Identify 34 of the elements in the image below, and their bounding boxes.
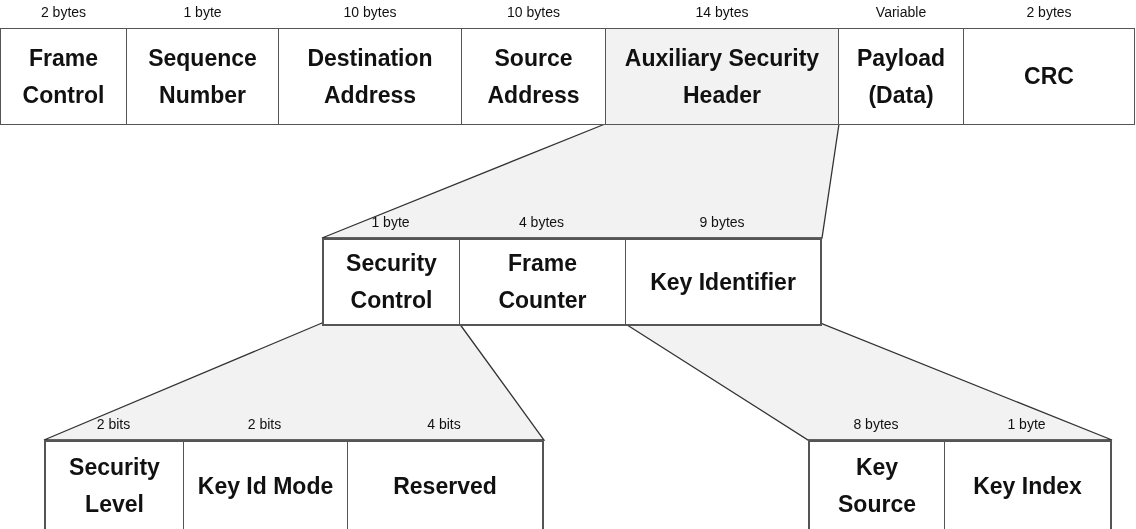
field-cell: CRC bbox=[963, 28, 1135, 125]
size-label: 1 byte bbox=[1007, 416, 1046, 432]
field-cell: Auxiliary Security Header bbox=[605, 28, 839, 125]
field-cell: Key Source bbox=[809, 441, 945, 529]
field-cell: Payload (Data) bbox=[838, 28, 964, 125]
size-label: 1 byte bbox=[183, 4, 222, 20]
size-label: 9 bytes bbox=[699, 214, 745, 230]
size-label: 10 bytes bbox=[343, 4, 397, 20]
field-cell: Security Control bbox=[323, 239, 460, 325]
field-cell: Reserved bbox=[347, 441, 543, 529]
size-label: 4 bytes bbox=[518, 214, 565, 230]
field-cell: Frame Counter bbox=[459, 239, 626, 325]
size-label: 8 bytes bbox=[853, 416, 899, 432]
field-row bbox=[808, 440, 1112, 529]
expansion-wedge bbox=[321, 123, 840, 239]
expansion-wedge bbox=[43, 322, 546, 441]
size-label: 2 bits bbox=[247, 416, 282, 432]
size-label: 2 bits bbox=[96, 416, 131, 432]
field-cell: Sequence Number bbox=[126, 28, 279, 125]
field-cell: Source Address bbox=[461, 28, 606, 125]
size-label: 2 bytes bbox=[1026, 4, 1072, 20]
size-label: 10 bytes bbox=[507, 4, 560, 20]
size-label: 14 bytes bbox=[695, 4, 749, 20]
field-cell: Key Index bbox=[944, 441, 1111, 529]
size-label: 4 bits bbox=[427, 416, 461, 432]
field-cell: Security Level bbox=[45, 441, 184, 529]
field-row bbox=[44, 440, 544, 529]
size-label: Variable bbox=[875, 4, 927, 20]
field-cell: Destination Address bbox=[278, 28, 462, 125]
field-row bbox=[322, 238, 822, 326]
field-cell: Key Identifier bbox=[625, 239, 821, 325]
field-cell: Frame Control bbox=[0, 28, 127, 125]
size-label: 1 byte bbox=[371, 214, 410, 230]
size-label: 2 bytes bbox=[40, 4, 87, 20]
